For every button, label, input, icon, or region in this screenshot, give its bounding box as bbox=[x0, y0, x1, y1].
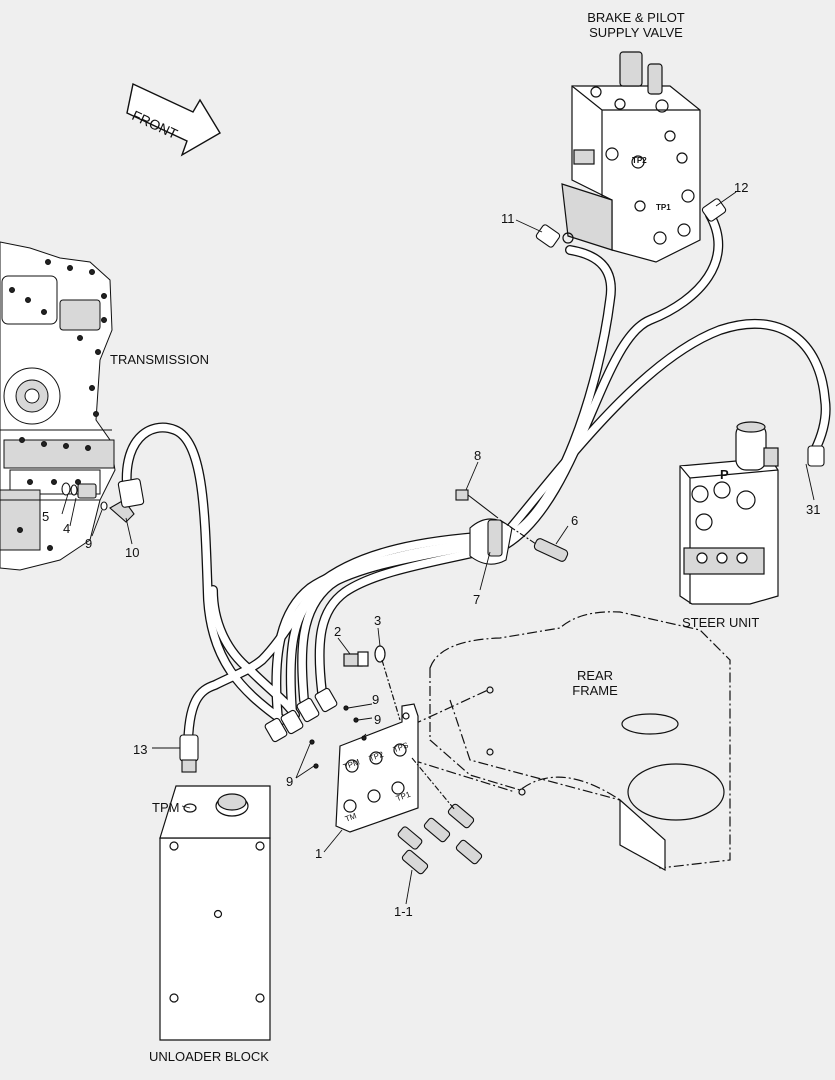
brake-pilot-supply-valve bbox=[561, 51, 701, 263]
callout-11: 11 bbox=[501, 211, 515, 226]
callout-6: 6 bbox=[571, 513, 579, 528]
callout-9-middle: 9 bbox=[374, 712, 382, 727]
callout-12: 12 bbox=[734, 180, 749, 195]
brake-valve-title: BRAKE & PILOT SUPPLY VALVE bbox=[566, 10, 706, 40]
rear-frame-label-line1: REAR bbox=[576, 668, 614, 683]
hose-end-fittings bbox=[117, 198, 825, 773]
rear-frame-label-line2: FRAME bbox=[572, 683, 618, 698]
callout-31: 31 bbox=[806, 502, 821, 517]
callout-4: 4 bbox=[63, 521, 71, 536]
callout-9-lower: 9 bbox=[286, 774, 294, 789]
rear-frame bbox=[411, 611, 731, 872]
callout-8: 8 bbox=[474, 448, 482, 463]
steer-unit bbox=[679, 421, 779, 605]
front-arrow-icon bbox=[126, 82, 221, 157]
unloader-block bbox=[159, 785, 271, 1041]
steer-p-port-label: P bbox=[720, 467, 729, 482]
callout-1-1: 1-1 bbox=[394, 904, 413, 919]
valve-tp1-label: TP1 bbox=[656, 203, 671, 212]
hose-clamp bbox=[455, 489, 569, 565]
steer-unit-label: STEER UNIT bbox=[682, 615, 760, 630]
callout-2: 2 bbox=[334, 624, 342, 639]
leader-lines bbox=[61, 191, 815, 905]
brake-valve-title-line2: SUPPLY VALVE bbox=[589, 25, 683, 40]
unloader-tpm-port-label: TPM bbox=[152, 800, 180, 815]
callout-9-upper: 9 bbox=[372, 692, 380, 707]
transmission-port-fittings bbox=[61, 482, 135, 523]
test-couplings bbox=[397, 757, 483, 875]
callout-10: 10 bbox=[125, 545, 140, 560]
callout-3: 3 bbox=[374, 613, 382, 628]
transmission-label: TRANSMISSION bbox=[110, 352, 209, 367]
rear-frame-label: REAR FRAME bbox=[560, 668, 630, 698]
brake-valve-title-line1: BRAKE & PILOT bbox=[587, 10, 685, 25]
callout-1: 1 bbox=[315, 846, 323, 861]
unloader-block-label: UNLOADER BLOCK bbox=[149, 1049, 269, 1064]
valve-tp2-label: TP2 bbox=[632, 156, 647, 165]
callout-9-transmission: 9 bbox=[85, 536, 93, 551]
callout-7: 7 bbox=[473, 592, 481, 607]
callout-5: 5 bbox=[42, 509, 50, 524]
test-port-bracket bbox=[309, 645, 419, 833]
callout-13: 13 bbox=[133, 742, 148, 757]
